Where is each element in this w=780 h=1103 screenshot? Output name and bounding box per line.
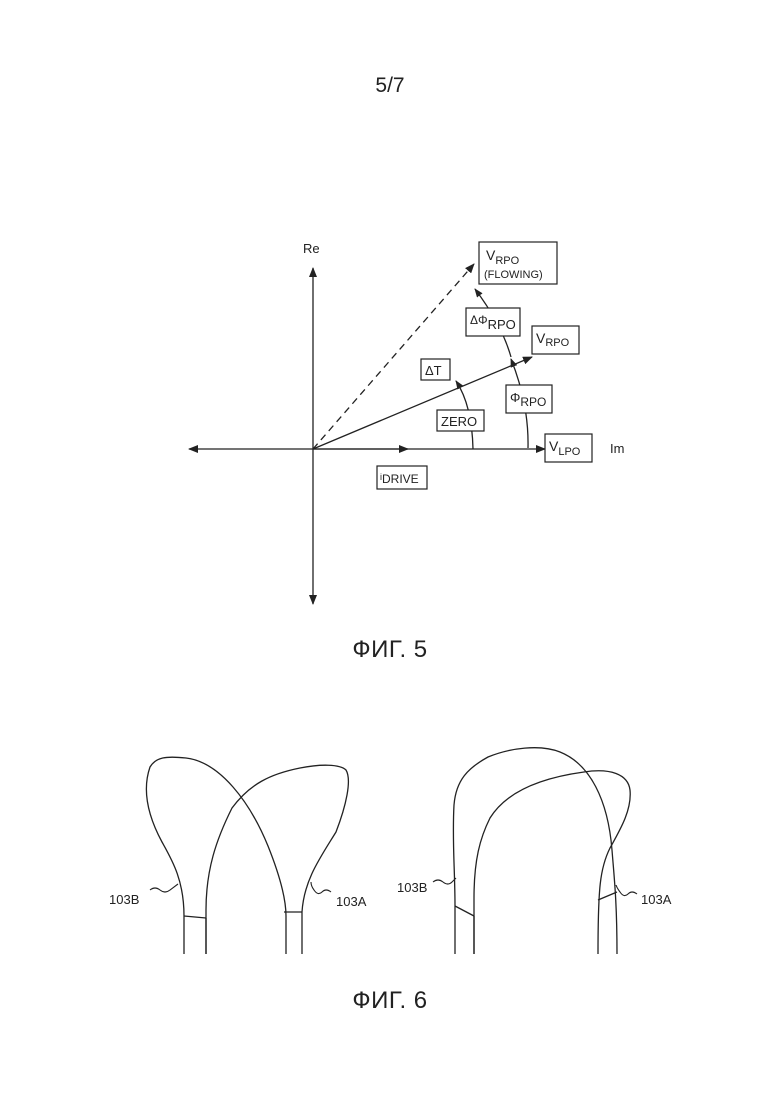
i-drive-label-box: iDRIVE xyxy=(377,466,427,489)
svg-text:ΔT: ΔT xyxy=(425,363,442,378)
svg-text:(FLOWING): (FLOWING) xyxy=(484,269,543,281)
right-tube-103a xyxy=(474,771,630,954)
delta-phi-rpo-label-box: ΔΦRPO xyxy=(466,308,520,336)
left-tube-103a xyxy=(206,765,348,954)
figure-6-tubes xyxy=(146,748,630,954)
right-label-103b: 103B xyxy=(397,880,427,895)
svg-text:ZERO: ZERO xyxy=(441,414,477,429)
v-rpo-flowing-label-box: VRPO (FLOWING) xyxy=(479,242,557,284)
right-tube-103b-joint xyxy=(455,906,474,916)
figure-5-caption: ФИГ. 5 xyxy=(0,636,780,664)
left-103b-leader xyxy=(150,884,178,892)
phi-rpo-label-box: ΦRPO xyxy=(506,385,552,413)
zero-label-box: ZERO xyxy=(437,410,484,431)
right-103b-leader xyxy=(433,878,456,884)
left-103a-leader xyxy=(311,882,331,894)
figure-6-caption: ФИГ. 6 xyxy=(0,987,780,1015)
right-tube-103a-joint xyxy=(598,892,617,900)
delta-t-label-box: ΔT xyxy=(421,359,450,380)
re-axis-label: Re xyxy=(303,241,320,256)
left-tube-103b-joint xyxy=(184,916,206,918)
right-label-103a: 103A xyxy=(641,892,672,907)
svg-text:iDRIVE: iDRIVE xyxy=(380,472,419,486)
left-label-103a: 103A xyxy=(336,894,367,909)
fig6-leader-lines xyxy=(150,878,637,896)
v-rpo-label-box: VRPO xyxy=(532,326,579,354)
left-tube-103b xyxy=(146,757,286,954)
im-axis-label: Im xyxy=(610,441,624,456)
left-label-103b: 103B xyxy=(109,892,139,907)
right-103a-leader xyxy=(616,885,637,896)
v-lpo-label-box: VLPO xyxy=(545,434,592,462)
